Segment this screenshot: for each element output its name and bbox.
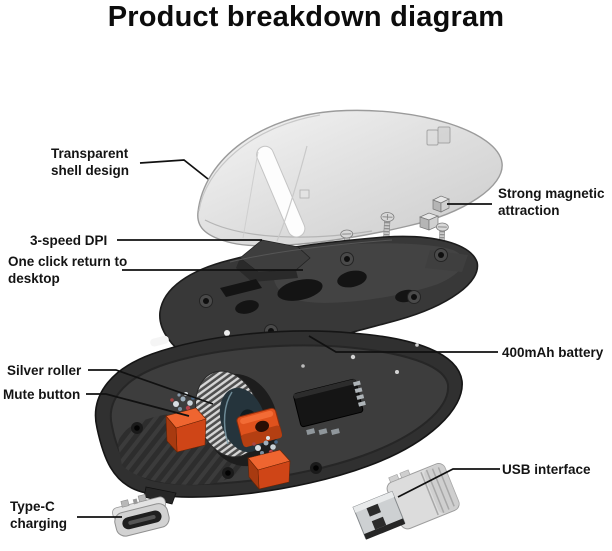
label-mute-button: Mute button <box>3 387 81 402</box>
crystal-cluster <box>170 392 195 411</box>
type-c-port <box>112 494 170 537</box>
label-type-c: Type-C charging <box>10 499 68 531</box>
label-one-click: One click return to desktop <box>8 254 128 286</box>
leader-lines <box>77 159 500 518</box>
leader-transparent-shell <box>139 159 209 180</box>
screw-bosses <box>199 248 448 338</box>
scroll-slot <box>256 145 306 238</box>
encoder-holder <box>236 407 283 448</box>
shell-clip <box>426 126 451 146</box>
leader-usb <box>397 468 500 498</box>
bottom-shell <box>94 330 463 505</box>
usb-receiver <box>352 463 460 540</box>
screw-posts <box>131 422 322 479</box>
magnet-cubes <box>419 195 450 231</box>
label-usb: USB interface <box>502 462 591 477</box>
battery-module <box>293 378 366 435</box>
leader-mute-button <box>86 393 190 417</box>
pcb-dots <box>301 343 419 374</box>
click-switch <box>247 449 291 490</box>
leader-silver-roller <box>88 369 214 405</box>
label-dpi: 3-speed DPI <box>30 233 108 248</box>
label-magnetic: Strong magnetic attraction <box>498 186 605 218</box>
page-title: Product breakdown diagram <box>107 1 505 33</box>
transparent-shell <box>197 109 503 247</box>
label-transparent-shell: Transparent shell design <box>51 146 130 178</box>
label-battery: 400mAh battery <box>502 345 604 360</box>
label-silver-roller: Silver roller <box>7 363 82 378</box>
mute-switch <box>165 407 207 453</box>
leader-battery <box>308 335 498 353</box>
